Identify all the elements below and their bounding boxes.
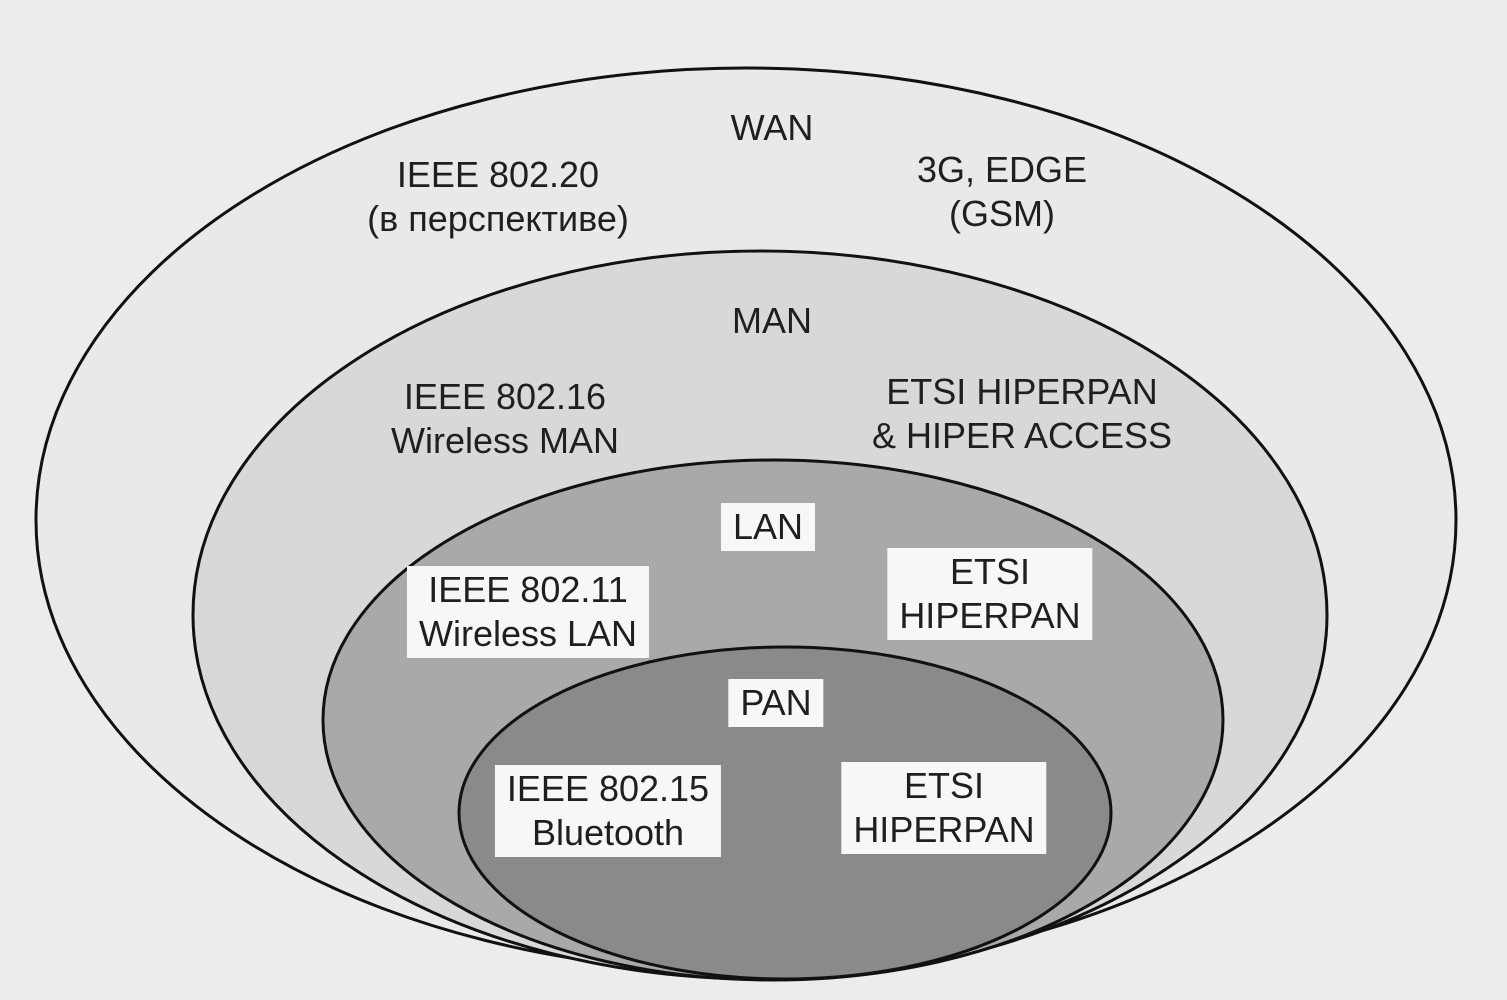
lan-title: LAN xyxy=(720,503,816,551)
lan-left-standard: IEEE 802.11 Wireless LAN xyxy=(406,566,650,658)
wan-right-standard: 3G, EDGE (GSM) xyxy=(916,149,1088,234)
wan-left-standard: IEEE 802.20 (в перспективе) xyxy=(367,154,629,239)
pan-right-standard: ETSI HIPERPAN xyxy=(841,762,1047,854)
lan-right-standard: ETSI HIPERPAN xyxy=(887,548,1093,640)
pan-ellipse xyxy=(457,645,1113,981)
man-left-standard: IEEE 802.16 Wireless MAN xyxy=(390,376,620,461)
pan-left-standard: IEEE 802.15 Bluetooth xyxy=(494,765,722,857)
man-right-standard: ETSI HIPERPAN & HIPER ACCESS xyxy=(871,371,1173,456)
wan-title: WAN xyxy=(730,107,814,148)
pan-title: PAN xyxy=(728,679,824,727)
man-title: MAN xyxy=(732,300,812,341)
